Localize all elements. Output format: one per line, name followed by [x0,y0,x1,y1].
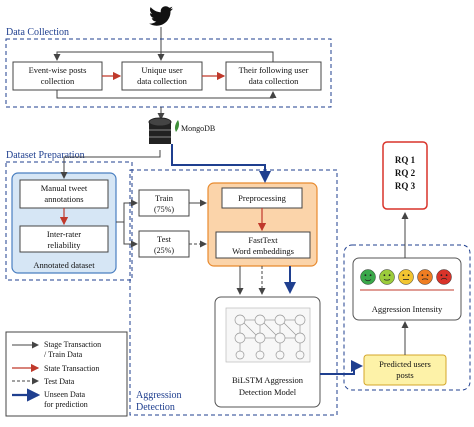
train-percent: (75%) [154,205,174,214]
rq-box [382,141,428,210]
annotated-dataset-label: Annotated dataset [33,260,95,270]
legend-box [5,331,128,417]
emoji-face-icon [379,269,395,285]
rq-1: RQ 1 [395,155,416,165]
test-label: Test [157,234,172,244]
inter-rater-line2: reliability [47,240,81,250]
manual-annotation-line1: Manual tweet [41,183,88,193]
twitter-bird-icon [149,6,173,26]
bilstm-line1: BiLSTM Aggression [232,375,304,385]
following-user-box [225,61,322,91]
mongodb-label: MongoDB [181,124,215,133]
fasttext-line2: Word embeddings [232,246,294,256]
unique-user-line1: Unique user [141,65,182,75]
dataset-prep-title: Dataset Preparation [6,150,85,161]
legend-unseen-line2: for prediction [44,400,88,409]
dataset-prep-section [5,161,133,281]
arrow-db-to-dataset [60,150,161,179]
event-posts-box [12,61,103,91]
arrow-model-to-predicted [320,360,363,375]
rq-3: RQ 3 [395,181,416,191]
inter-rater-line1: Inter-rater [47,229,81,239]
legend-stage-line1: Stage Transaction [44,340,101,349]
emoji-scale [360,269,452,285]
event-posts-line2: collection [41,76,75,86]
aggression-detection-section [129,169,338,416]
emoji-face-icon [436,269,452,285]
database-icon [148,117,172,144]
event-posts-line1: Event-wise posts [29,65,87,75]
data-collection-title: Data Collection [6,27,69,38]
bilstm-line2: Detection Model [239,387,297,397]
emoji-face-icon [417,269,433,285]
legend-unseen-line1: Unseen Data [44,390,86,399]
fasttext-box [215,231,311,259]
following-user-line1: Their following user [239,65,309,75]
emoji-face-icon [398,269,414,285]
predicted-line1: Predicted users [379,359,431,369]
mongodb-leaf-icon [174,120,180,132]
arrow-dataset-to-train [116,199,138,223]
intensity-label: Aggression Intensity [372,304,443,314]
aggression-title-line2: Detection [136,402,175,413]
arrow-unseen-db-to-processing [171,144,271,183]
rq-2: RQ 2 [395,168,416,178]
arrow-event-loop-bottom [56,90,277,99]
following-user-line2: data collection [249,76,300,86]
arrow-following-loop-top [53,51,274,62]
fasttext-line1: FastText [248,235,278,245]
arrow-dataset-to-test [123,222,138,248]
legend-state-label: State Transaction [44,364,99,373]
train-label: Train [155,193,174,203]
preprocessing-label: Preprocessing [238,193,286,203]
manual-annotation-line2: annotations [44,194,83,204]
legend-stage-line2: / Train Data [44,350,83,359]
emoji-face-icon [360,269,376,285]
inter-rater-box [19,225,109,253]
bilstm-network-icon [225,307,311,363]
intensity-box [352,257,462,321]
test-percent: (25%) [154,246,174,255]
unique-user-line2: data collection [137,76,188,86]
data-collection-section [5,38,332,108]
test-box [138,230,190,258]
aggression-title-line1: Aggression [136,390,182,401]
prediction-section [343,244,471,391]
legend-test-label: Test Data [44,377,75,386]
predicted-line2: posts [396,370,413,380]
